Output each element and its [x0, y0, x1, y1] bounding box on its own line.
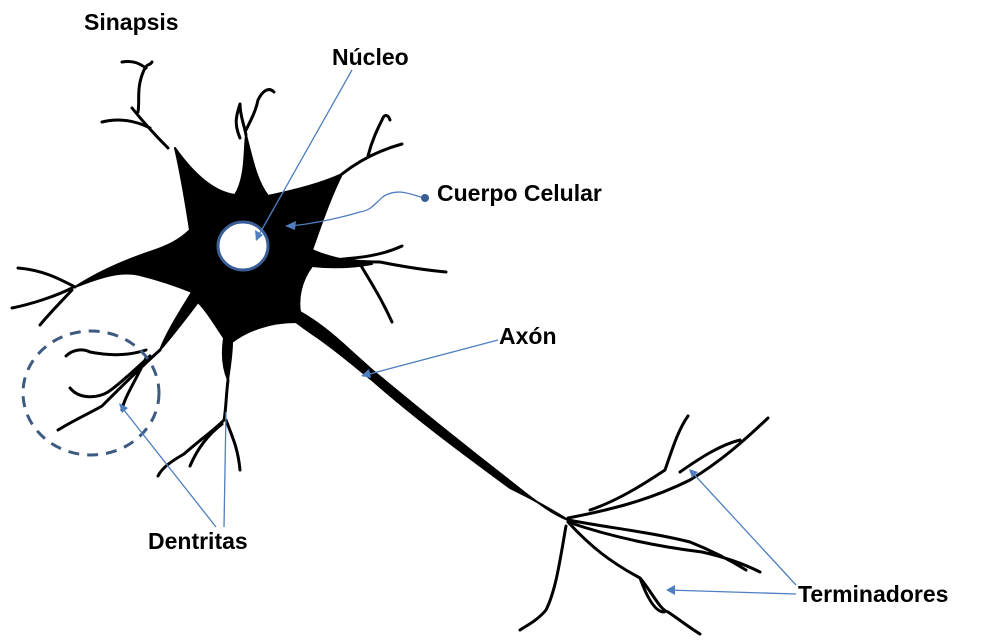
pointer-dot-cuerpo	[421, 194, 429, 202]
axon-terminal-middle	[568, 520, 760, 572]
axon-terminal-upper	[568, 416, 768, 518]
dendrite-lower	[158, 380, 240, 476]
pointer-line-axon	[362, 340, 498, 376]
neuron	[12, 61, 768, 634]
pointer-line-dentritas-left	[120, 405, 216, 527]
dendrite-top-right	[342, 116, 402, 175]
synapse-circle	[23, 331, 159, 455]
label-nucleo: Núcleo	[332, 46, 409, 69]
dendrite-lower-left	[58, 350, 160, 430]
label-cuerpo-celular: Cuerpo Celular	[437, 182, 602, 205]
label-terminadores: Terminadores	[798, 583, 948, 606]
label-axon: Axón	[499, 325, 557, 348]
arrowhead-terminadores-lower	[666, 585, 675, 595]
pointer-line-dentritas-right	[224, 412, 226, 527]
dendrite-top	[236, 90, 274, 138]
label-sinapsis: Sinapsis	[84, 11, 179, 34]
nucleus	[218, 222, 268, 270]
dendrite-top-left	[102, 61, 168, 148]
pointer-line-terminadores-lower	[668, 590, 796, 594]
dendrite-left	[12, 268, 75, 325]
label-dentritas: Dentritas	[148, 530, 248, 553]
